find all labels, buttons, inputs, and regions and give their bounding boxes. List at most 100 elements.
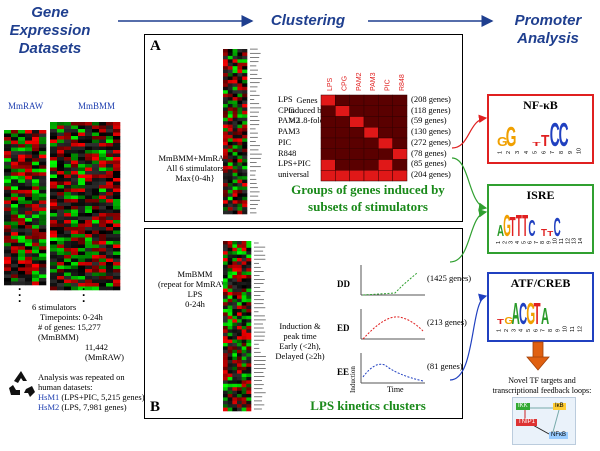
motif-atf-logo-letter-4: G (526, 296, 535, 330)
motif-isre-title: ISRE (526, 188, 555, 202)
kinetic-name-1: ED (337, 323, 350, 333)
cluster-name-4: PIC (278, 136, 292, 147)
matrix-col-3: PAM3 (370, 72, 377, 91)
motif-isre-logo-letter-5: C (528, 215, 535, 241)
motif-isre-logo-letter-4: T (522, 208, 528, 243)
kinetic-name-0: DD (337, 279, 350, 289)
motif-atf-logo-letter-3: C (519, 296, 527, 330)
motif-nfkb-logo-pos-7: 8 (559, 151, 565, 154)
node-nfkb: NFκB (549, 432, 568, 439)
motif-nfkb-logo-letter-6: C (550, 117, 560, 154)
header-datasets-line1: Gene (31, 4, 69, 21)
motif-nfkb-logo-pos-2: 3 (515, 151, 521, 154)
dataset-info-line3: # of genes: 15,277 (MmBMM) (38, 322, 101, 342)
motif-atf-logo-pos-5: 6 (533, 329, 539, 332)
motif-isre-logo-pos-11: 12 (565, 238, 571, 244)
dots-right: ··· (82, 282, 86, 308)
motif-nfkb-logo-letter-0: G (497, 134, 508, 148)
recycle-note-line2: human datasets: (38, 382, 93, 392)
motif-atf-logo-pos-11: 12 (577, 326, 583, 332)
kinetic-curve-2 (362, 363, 424, 382)
motif-nfkb-logo-pos-6: 7 (550, 151, 556, 154)
motif-isre-logo-letter-1: G (503, 208, 511, 243)
motif-isre-logo-letter-3: T (516, 208, 522, 243)
motif-nfkb-logo-pos-5: 6 (541, 151, 547, 154)
matrix-col-2: PAM2 (356, 72, 363, 91)
node-tnip1: TNIP1 (516, 419, 538, 426)
mmbmm-heatmap (50, 122, 121, 291)
motif-isre-logo-pos-12: 13 (572, 238, 578, 244)
panel-b-arrow-label-line2: peak time (283, 331, 317, 341)
panel-a-matrix (320, 94, 408, 182)
panel-a-title-line1: Groups of genes induced by (291, 182, 445, 197)
hsm2-line: HsM2 (LPS, 7,981 genes) (38, 402, 158, 412)
motif-nfkb-logo-letter-1: G (506, 121, 517, 153)
motif-isre-logo-pos-4: 5 (521, 241, 527, 244)
cluster-count-7: (204 genes) (411, 168, 451, 179)
arrow-dd-to-isre (449, 209, 488, 263)
motif-nfkb-title: NF-κB (523, 98, 558, 112)
motif-nfkb-logo-letter-5: T (541, 133, 550, 150)
motif-isre-logo-pos-0: 1 (496, 241, 502, 244)
motif-atf-logo-letter-0: T (497, 318, 504, 327)
motif-isre-logo-letter-7: T (541, 228, 547, 239)
motif-nfkb-logo-pos-1: 2 (506, 151, 512, 154)
dots-left: ··· (18, 282, 22, 308)
motif-atf-logo-pos-4: 5 (526, 329, 532, 332)
panel-b-title: LPS kinetics clusters (310, 398, 426, 413)
motif-isre-logo-pos-8: 9 (546, 241, 552, 244)
motif-atf-title: ATF/CREB (510, 276, 571, 290)
panel-b-arrow-label-line3: Early (<2h), (279, 341, 321, 351)
motif-isre-logo-pos-1: 2 (502, 241, 508, 244)
dataset-info-line4: 11,442 (MmRAW) (85, 342, 124, 362)
kinetic-count-0: (1425 genes) (427, 273, 471, 283)
header-clustering: Clustering (270, 12, 346, 29)
mmbmm-label: MmBMM (78, 101, 116, 111)
kinetic-count-1: (213 genes) (427, 317, 467, 327)
kinetic-curve-0 (362, 272, 418, 296)
matrix-col-4: PIC (385, 79, 392, 91)
motif-isre-logo-pos-13: 14 (578, 238, 584, 244)
panel-b-condition-line1: MmBMM (177, 269, 213, 279)
matrix-col-5: R848 (399, 74, 406, 91)
header-arrows (118, 15, 494, 27)
motif-atf-logo-letter-2: A (512, 296, 520, 330)
motif-nfkb-logo-pos-9: 10 (577, 148, 583, 154)
kinetic-count-2: (81 genes) (427, 361, 463, 371)
motif-isre-logo-letter-0: A (497, 222, 504, 240)
recycle-icon (9, 371, 35, 397)
node-ikb: IκB (553, 403, 566, 410)
motif-nfkb-logo-pos-0: 1 (497, 151, 503, 154)
motif-atf-logo-pos-8: 9 (555, 329, 561, 332)
panel-a-condition-line3: Max{0-4h} (175, 173, 215, 183)
novel-text: Novel TF targets and transcriptional fee… (486, 376, 598, 396)
motif-atf-logo-pos-2: 3 (511, 329, 517, 332)
motif-nfkb-logo-letter-7: C (559, 117, 569, 154)
cluster-name-2: PAM2 (278, 115, 300, 126)
panel-b-condition-line3: LPS (187, 289, 203, 299)
panel-a-condition-line1: MmBMM+MmRAW (158, 153, 232, 163)
mmraw-heatmap (4, 130, 47, 286)
motif-atf-logo-letter-6: A (541, 304, 549, 329)
panel-a: A MmBMM+MmRAW All 6 stimulators Max{0-4h… (144, 34, 463, 222)
matrix-col-1: CPG (342, 76, 349, 91)
motif-isre-logo-pos-2: 3 (509, 241, 515, 244)
panel-a-arrow-label-line1: Genes (296, 95, 318, 105)
cluster-count-6: (85 genes) (411, 158, 447, 169)
motif-nfkb-logo-pos-3: 4 (524, 151, 530, 154)
panel-a-arrow-label: Genes induced by > 1.8-fold (277, 95, 337, 125)
header-promoter-line2: Analysis (517, 30, 579, 47)
cluster-count-2: (59 genes) (411, 115, 447, 126)
novel-text-line1: Novel TF targets and (508, 376, 576, 385)
motif-isre-logo-pos-7: 8 (540, 241, 546, 244)
arrow-ee-to-atf (449, 293, 488, 381)
hsm1-name: HsM1 (38, 392, 60, 402)
panel-a-condition-line2: All 6 stimulators (166, 163, 224, 173)
motif-isre-logo-letter-8: T (547, 229, 554, 238)
header-datasets-line2: Expression (9, 22, 91, 39)
